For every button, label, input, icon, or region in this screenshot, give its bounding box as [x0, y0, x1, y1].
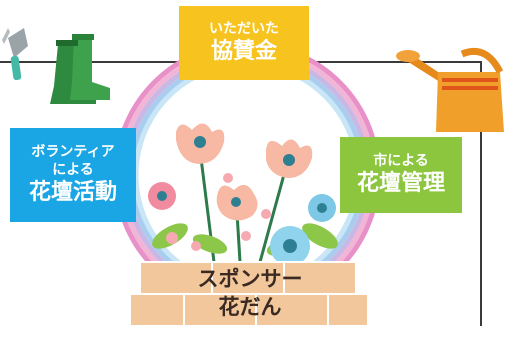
flower-icon — [266, 139, 313, 178]
flower-icon — [148, 182, 176, 210]
flower-icon — [216, 184, 258, 221]
volunteer-line3: 花壇活動 — [28, 180, 117, 205]
flower-icon — [176, 123, 225, 164]
planter-line1: スポンサー — [197, 267, 303, 291]
planter-label: スポンサー 花だん — [150, 265, 350, 321]
funding-line1: いただいた — [209, 21, 279, 37]
city-label: 市による 花壇管理 — [340, 137, 462, 213]
volunteer-line1: ボランティア — [31, 144, 115, 160]
funding-label: いただいた 協賛金 — [179, 6, 309, 80]
planter-bricks — [129, 261, 369, 327]
trowel-icon — [2, 28, 28, 81]
volunteer-line2: による — [52, 162, 94, 178]
volunteer-label: ボランティア による 花壇活動 — [10, 128, 136, 222]
flower-bouquet — [148, 123, 338, 266]
planter-line2: 花だん — [218, 295, 282, 319]
funding-line2: 協賛金 — [210, 39, 277, 64]
city-line1: 市による — [373, 153, 429, 169]
flower-icon — [308, 194, 336, 222]
city-line2: 花壇管理 — [356, 171, 445, 196]
watering-can-icon — [396, 47, 504, 132]
boots-icon — [50, 34, 110, 104]
flower-icon — [270, 226, 310, 266]
